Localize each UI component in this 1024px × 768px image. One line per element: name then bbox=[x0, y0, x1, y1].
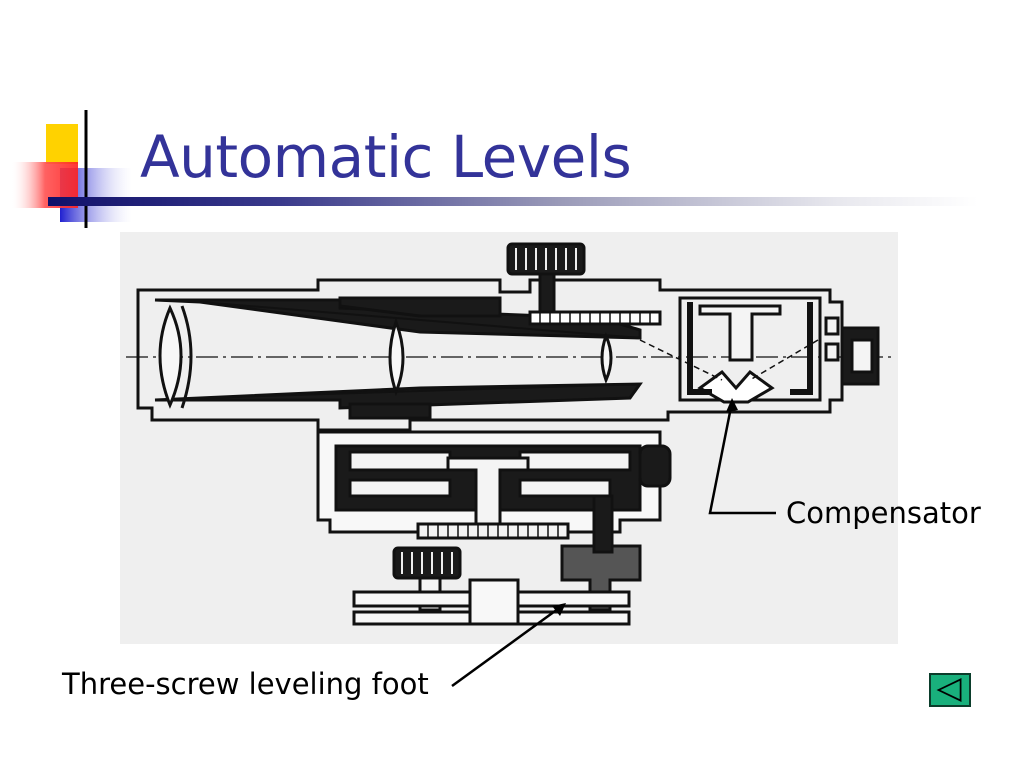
focus-rack bbox=[528, 310, 662, 326]
gear-track bbox=[416, 522, 570, 540]
compensator-label: Compensator bbox=[786, 496, 981, 530]
upper-housing-block bbox=[338, 296, 502, 318]
logo-yellow-square bbox=[46, 124, 78, 164]
compensator-housing bbox=[678, 296, 822, 402]
leveling-screw-knob bbox=[392, 546, 462, 580]
focusing-lens bbox=[388, 317, 405, 397]
title-underline bbox=[48, 197, 978, 206]
back-arrow-icon bbox=[936, 678, 962, 702]
telescope-housing bbox=[136, 278, 844, 432]
compensator-leader-line bbox=[708, 401, 776, 515]
objective-lens bbox=[158, 304, 183, 409]
second-lens bbox=[600, 332, 613, 384]
back-button[interactable] bbox=[929, 673, 971, 707]
leveling-foot-leader-line bbox=[451, 604, 563, 688]
foot-screw-housing bbox=[560, 544, 642, 612]
lower-housing-block bbox=[348, 402, 432, 420]
compensator-prism bbox=[697, 369, 775, 404]
leveling-foot-label: Three-screw leveling foot bbox=[62, 667, 429, 701]
compensator-pendulum bbox=[698, 304, 782, 362]
slide-title: Automatic Levels bbox=[140, 123, 632, 191]
